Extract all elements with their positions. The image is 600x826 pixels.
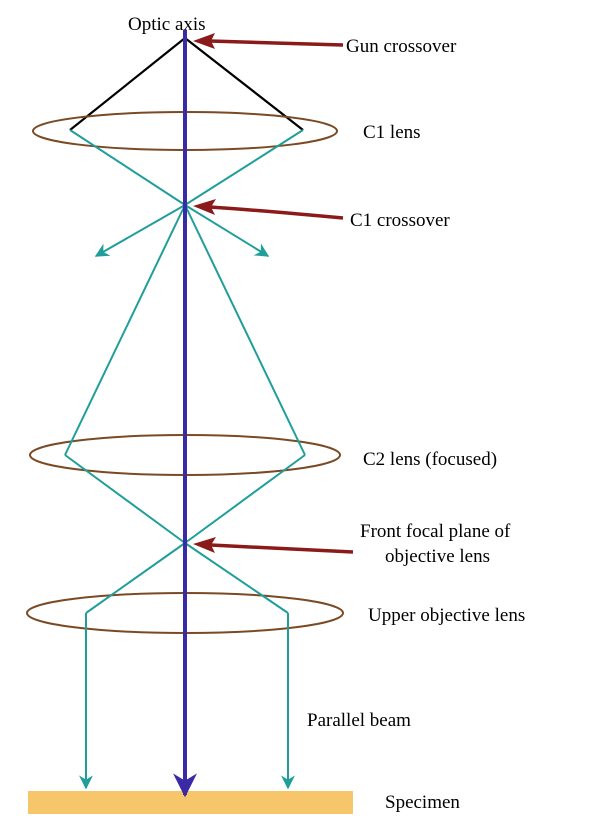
front-focal-plane-pointer-arrow [209, 543, 354, 554]
gun-crossover-label: Gun crossover [346, 36, 457, 57]
ray-crossover-to-c2-left [64, 204, 186, 456]
gun-crossover-pointer-arrow [209, 39, 344, 47]
ray-c2-right-to-focal [184, 454, 306, 544]
upper-objective-lens-label: Upper objective lens [368, 605, 525, 626]
c1-lens-label: C1 lens [363, 122, 421, 143]
front-focal-plane-arrowhead [193, 537, 216, 553]
specimen-label: Specimen [385, 792, 460, 813]
ray-focal-to-objective-left [85, 542, 186, 614]
gun-ray-right [184, 37, 304, 131]
front-focal-plane-label-line1: Front focal plane of [360, 521, 511, 542]
ray-c1-right-to-crossover [184, 129, 304, 206]
ray-c1-left-to-crossover [69, 129, 186, 206]
front-focal-plane-label-line2: objective lens [385, 546, 490, 567]
c2-lens-label: C2 lens (focused) [363, 449, 497, 470]
ray-focal-to-objective-right [184, 542, 289, 614]
c1-crossover-label: C1 crossover [350, 210, 450, 231]
c1-crossover-arrowhead [193, 199, 216, 215]
parallel-beam-label: Parallel beam [307, 710, 411, 731]
ray-crossover-to-c2-right [184, 204, 306, 456]
gun-ray-left [69, 37, 186, 131]
ray-diverging-right [184, 204, 270, 257]
ray-diverging-left [94, 204, 186, 257]
specimen-bar [28, 791, 353, 814]
ray-c2-left-to-focal [64, 454, 186, 544]
c1-crossover-pointer-arrow [209, 205, 344, 220]
ray-traces [64, 129, 306, 790]
optic-axis-label: Optic axis [128, 14, 206, 35]
pointer-arrows [193, 33, 354, 554]
gun-crossover-arrowhead [193, 33, 215, 49]
